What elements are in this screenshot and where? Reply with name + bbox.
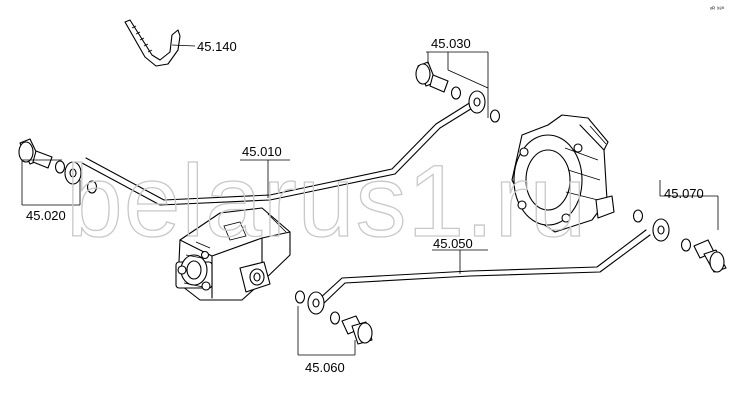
banjo-bolt-washer-set <box>415 61 501 123</box>
watermark: belarus1.ru <box>66 144 587 258</box>
part-labels: 45.140 45.030 45.010 45.020 45.070 45.05… <box>26 36 704 375</box>
cable-tie <box>124 19 181 67</box>
banjo-bolt-washer-set <box>18 138 98 194</box>
part-label: 45.060 <box>305 360 345 375</box>
banjo-bolt-washer-set <box>294 290 373 345</box>
pump-housing <box>175 207 291 301</box>
part-label: 45.140 <box>197 39 237 54</box>
part-label: 45.030 <box>431 36 471 51</box>
banjo-bolt-washer-set <box>632 209 727 273</box>
pipe-45-050 <box>317 229 651 306</box>
pipe-45-010 <box>81 101 475 206</box>
part-label: 45.020 <box>26 208 66 223</box>
leader-lines <box>21 44 719 356</box>
flange-housing <box>511 114 615 233</box>
part-label: 45.010 <box>242 144 282 159</box>
corner-mark: ᵒᴿ ⁹⁸⁰ <box>710 6 725 13</box>
part-label: 45.070 <box>664 186 704 201</box>
part-label: 45.050 <box>433 236 473 251</box>
